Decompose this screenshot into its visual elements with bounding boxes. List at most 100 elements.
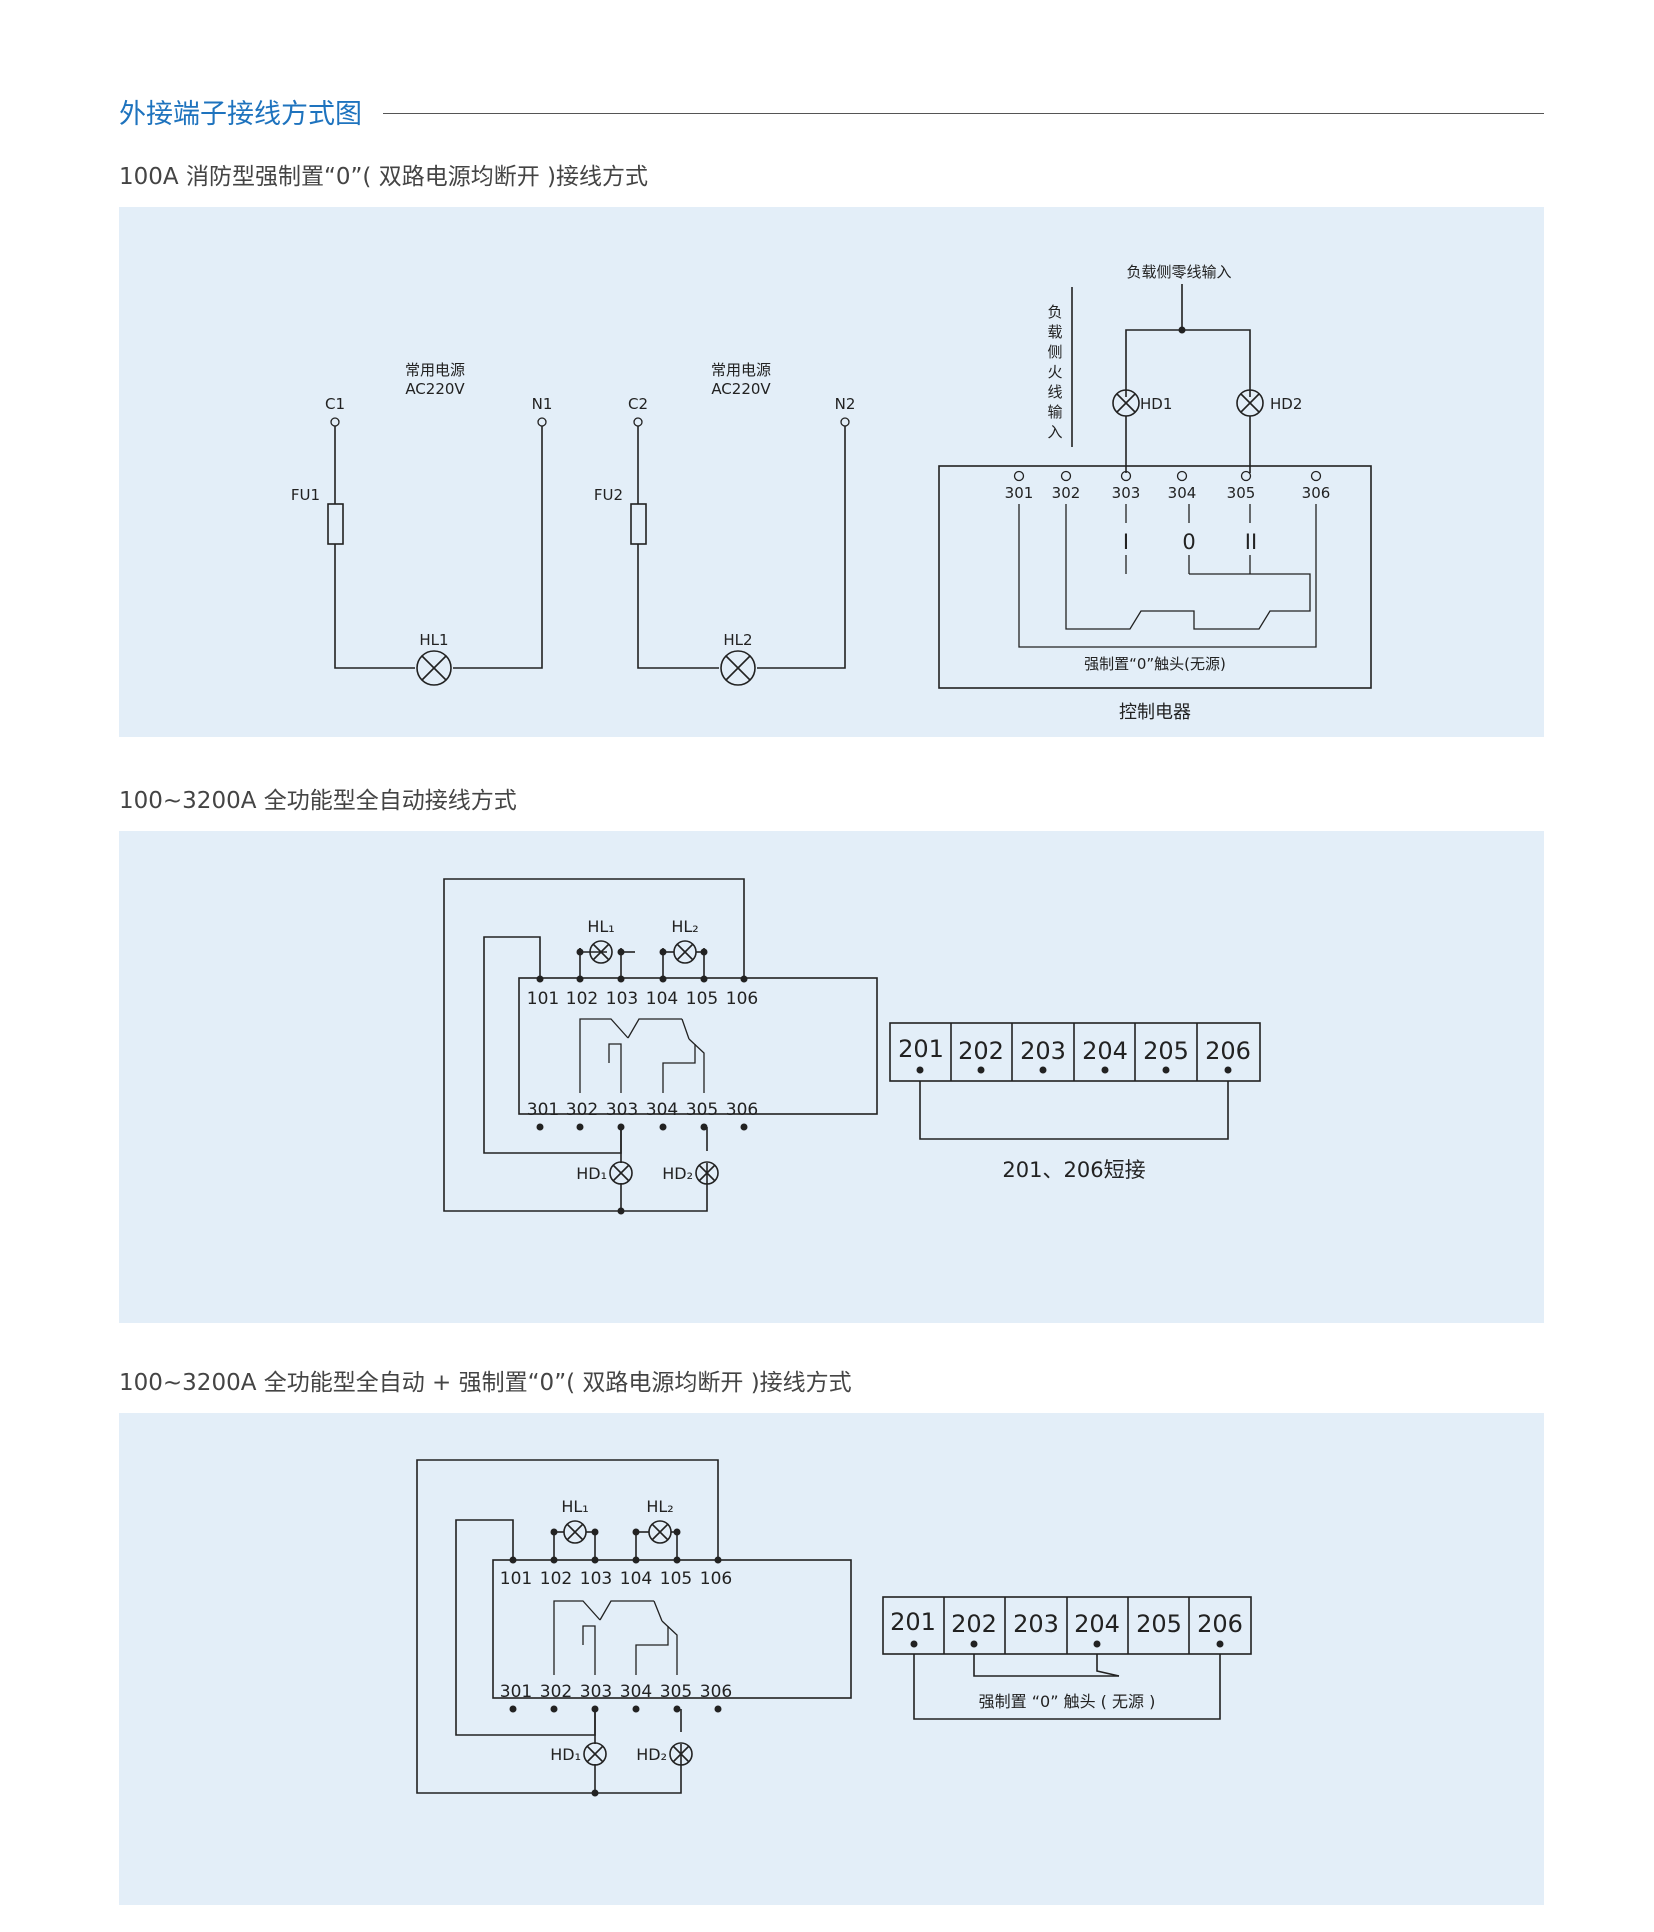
svg-text:101: 101: [527, 989, 559, 1009]
svg-text:104: 104: [646, 989, 678, 1009]
lamp-hl1-label: HL₁: [587, 917, 614, 936]
position-ii: II: [1245, 530, 1257, 554]
lamp-hd2-label: HD₂: [636, 1745, 667, 1764]
top-terminal-dots: [536, 948, 748, 983]
short-link-201-206: [919, 1081, 1229, 1140]
svg-text:306: 306: [700, 1682, 732, 1702]
section-3-title: 100~3200A 全功能型全自动 + 强制置“0”( 双路电源均断开 )接线方…: [119, 1370, 852, 1396]
terminal-c1-circle: [330, 417, 340, 427]
neutral-input-label: 负载侧零线输入: [1126, 263, 1231, 281]
page-title: 外接端子接线方式图: [119, 99, 362, 130]
terminal-strip: 201 202 203 204 205 206 强制置 “0” 触头 ( 无源 …: [882, 1596, 1252, 1720]
svg-text:103: 103: [580, 1569, 612, 1589]
lamp-hd2-icon: [695, 1161, 719, 1185]
outer-wire-106: [416, 1459, 719, 1794]
power-1-voltage: AC220V: [405, 380, 465, 398]
svg-text:301: 301: [500, 1682, 532, 1702]
bottom-terminal-labels: 301 302 303 304 305 306: [527, 1100, 758, 1120]
terminal-306: 306: [1302, 484, 1331, 502]
power-1-terminal-n1: N1: [532, 395, 553, 413]
fire-control-wiring-diagram: 常用电源 AC220V C1 N1 FU1 HL1 常用电源 AC220V C2…: [291, 263, 1372, 723]
power-circuit-2: 常用电源 AC220V C2 N2 FU2 HL2: [594, 361, 856, 686]
lamp-hd1-label: HD1: [1140, 395, 1172, 413]
terminal-row: 301 302 303 304 305 306: [1005, 470, 1331, 502]
control-device: 负载侧零线输入 负 载 侧 火 线 输 入 HD1: [938, 263, 1372, 723]
bottom-terminal-labels: 301 302 303 304 305 306: [500, 1682, 732, 1702]
svg-text:侧: 侧: [1047, 343, 1062, 361]
svg-text:304: 304: [620, 1682, 652, 1702]
terminal-304: 304: [1168, 484, 1197, 502]
lamp-hl1-label: HL1: [419, 631, 448, 649]
switch-contact-path: [1065, 504, 1311, 630]
forced-zero-contact-loop: [913, 1654, 1221, 1720]
section-3-panel: HL₁ HL₂ 101 102 103 104 105: [119, 1413, 1544, 1905]
wire: [334, 544, 415, 669]
lamp-hd1-icon: [583, 1742, 607, 1766]
forced-zero-contact-link: [973, 1654, 1119, 1677]
live-input-label: 负 载 侧 火 线 输 入: [1047, 303, 1062, 441]
full-auto-forced-zero-wiring-diagram: HL₁ HL₂ 101 102 103 104 105: [416, 1459, 1252, 1797]
lamp-hl2-icon: [720, 650, 756, 686]
forced-zero-contact-loop: [1018, 504, 1317, 648]
svg-text:304: 304: [646, 1100, 678, 1120]
terminal-c2-circle: [633, 417, 643, 427]
svg-text:103: 103: [606, 989, 638, 1009]
power-2-terminal-n2: N2: [835, 395, 856, 413]
lamp-hd1-label: HD₁: [550, 1745, 581, 1764]
svg-text:305: 305: [660, 1682, 692, 1702]
wire: [637, 544, 719, 669]
terminal-n1-circle: [537, 417, 547, 427]
lamp-hl1-icon: [416, 650, 452, 686]
inner-wire-101: [483, 936, 622, 1154]
lamp-hl2-label: HL₂: [671, 917, 698, 936]
controller-box: [492, 1559, 852, 1699]
svg-text:303: 303: [580, 1682, 612, 1702]
fuse-fu2: [630, 503, 647, 545]
terminal-strip-box: [889, 1022, 1261, 1082]
forced-zero-contact-switch: [1096, 1654, 1120, 1677]
svg-text:101: 101: [500, 1569, 532, 1589]
lamp-hl1-icon: [563, 1520, 587, 1544]
strip-terminal-203: 203: [1020, 1037, 1066, 1065]
position-0: 0: [1182, 530, 1195, 554]
strip-terminal-203: 203: [1013, 1610, 1059, 1638]
terminal-303: 303: [1112, 484, 1141, 502]
inner-wire-101: [455, 1519, 596, 1736]
position-i: I: [1123, 530, 1129, 554]
top-terminal-labels: 101 102 103 104 105 106: [500, 1569, 732, 1589]
internal-switch-contacts: [553, 1600, 678, 1675]
lamp-hl1-label: HL₁: [561, 1497, 588, 1516]
title-divider: [383, 113, 1544, 114]
lamp-hl2-label: HL2: [723, 631, 752, 649]
strip-terminal-206: 206: [1197, 1610, 1243, 1638]
terminal-301: 301: [1005, 484, 1034, 502]
terminal-305: 305: [1227, 484, 1256, 502]
terminal-strip: 201 202 203 204 205 206 201、206短接: [889, 1022, 1261, 1182]
strip-terminal-201: 201: [890, 1608, 936, 1636]
power-circuit-1: 常用电源 AC220V C1 N1 FU1 HL1: [291, 361, 553, 686]
svg-text:102: 102: [566, 989, 598, 1009]
controller-module: HL₁ HL₂ 101 102 103 104 105: [416, 1459, 852, 1797]
terminal-n2-circle: [840, 417, 850, 427]
svg-text:输: 输: [1047, 403, 1062, 421]
fuse-fu2-label: FU2: [594, 486, 623, 504]
power-2-terminal-c2: C2: [628, 395, 648, 413]
strip-terminal-204: 204: [1082, 1037, 1128, 1065]
fuse-fu1: [327, 503, 344, 545]
power-1-terminal-c1: C1: [325, 395, 345, 413]
power-2-voltage: AC220V: [711, 380, 771, 398]
internal-switch-contacts: [579, 1018, 705, 1093]
svg-text:303: 303: [606, 1100, 638, 1120]
svg-text:106: 106: [726, 989, 758, 1009]
svg-text:104: 104: [620, 1569, 652, 1589]
controller-box: [518, 977, 878, 1115]
svg-text:线: 线: [1047, 383, 1062, 401]
svg-text:106: 106: [700, 1569, 732, 1589]
forced-zero-contact-note: 强制置 “0” 触头 ( 无源 ): [979, 1692, 1156, 1711]
lamp-hl1-icon: [589, 940, 613, 964]
strip-terminal-204: 204: [1074, 1610, 1120, 1638]
lamp-hd2-label: HD₂: [662, 1164, 693, 1183]
svg-text:302: 302: [566, 1100, 598, 1120]
svg-text:301: 301: [527, 1100, 559, 1120]
lamp-hl2-label: HL₂: [646, 1497, 673, 1516]
